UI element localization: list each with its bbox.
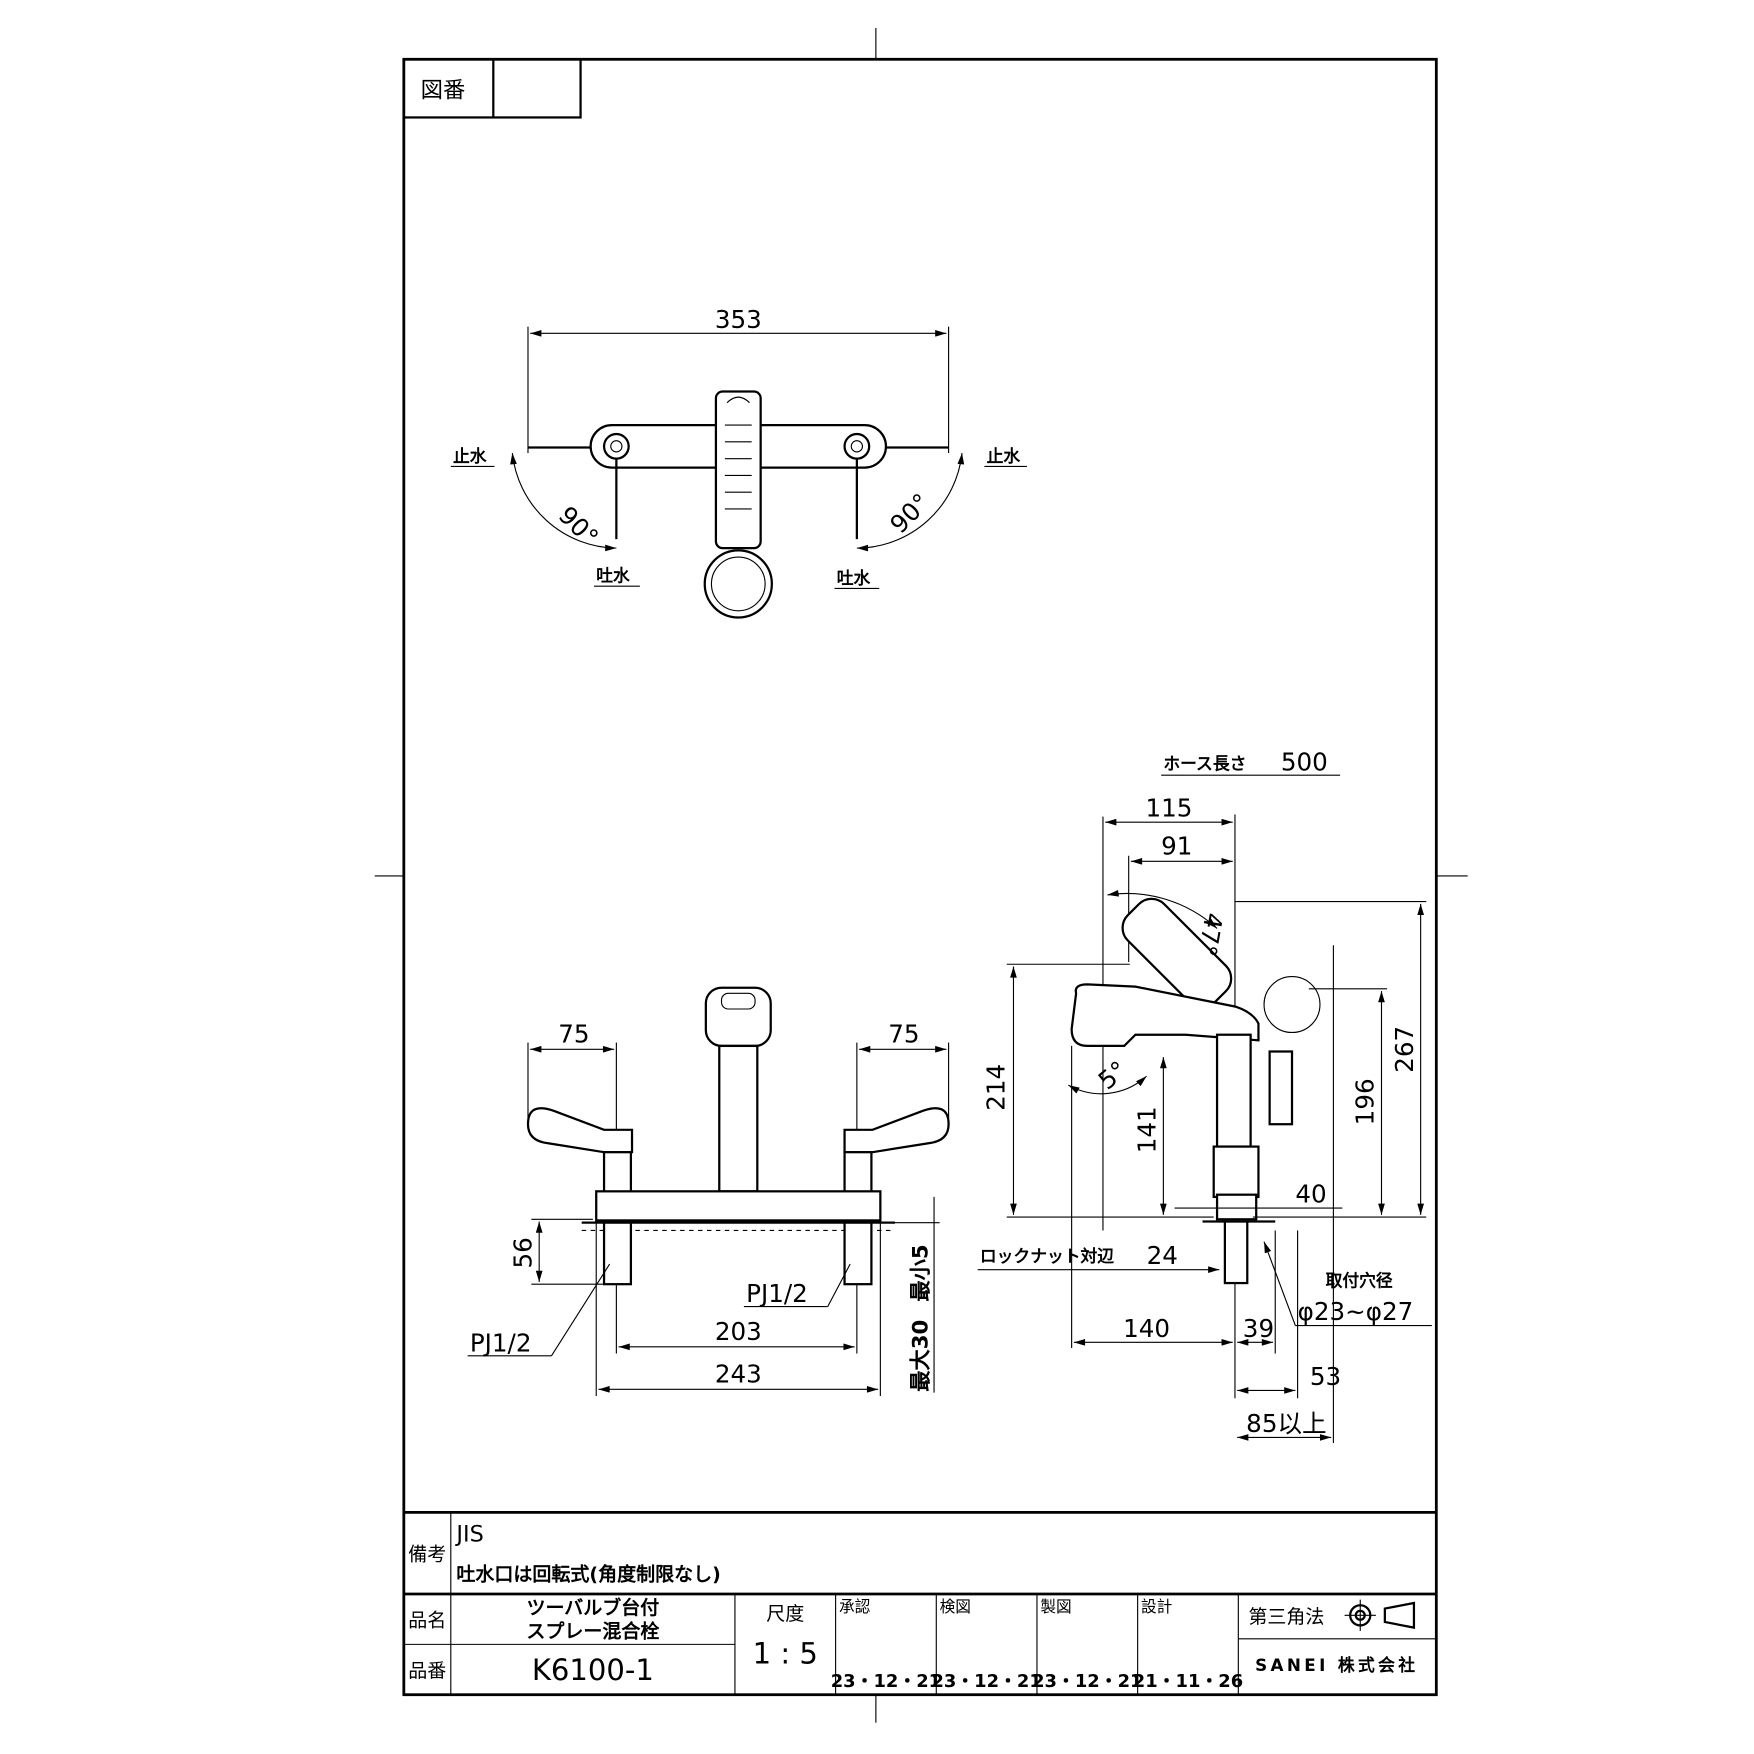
spray-head-top [703, 549, 773, 619]
projection-label: 第三角法 [1248, 1606, 1324, 1628]
angle-47: 47° [1192, 911, 1228, 959]
third-angle-projection-icon [1344, 1599, 1416, 1631]
spout-label-left: 吐水 [596, 566, 630, 586]
dim-267: 267 [1390, 1026, 1419, 1073]
right-valve-top [843, 432, 871, 460]
inner-span-dim: 203 [715, 1317, 762, 1346]
spray-head-front [704, 986, 772, 1048]
dim-140: 140 [1123, 1314, 1170, 1343]
spout-top [714, 390, 762, 550]
dim-115: 115 [1145, 794, 1192, 823]
dim-214: 214 [982, 1064, 1011, 1111]
angle-right: 90° [884, 488, 935, 539]
company-name: SANEI 株式会社 [1255, 1655, 1418, 1675]
top-width-dim: 353 [715, 305, 762, 334]
drawn-label: 製図 [1040, 1597, 1071, 1616]
hose-length-value: 500 [1281, 748, 1328, 777]
hose-length-label: ホース長さ [1163, 754, 1246, 774]
product-name-line2: スプレー混合栓 [526, 1620, 659, 1643]
spout-body-side [1215, 1033, 1252, 1148]
left-supply-pipe [602, 1221, 633, 1286]
stop-label-left: 止水 [453, 446, 487, 466]
stop-label-right: 止水 [987, 446, 1021, 466]
base-height-dim: 56 [508, 1237, 537, 1268]
valve-side [1268, 1050, 1294, 1126]
right-lever-handle [843, 1107, 950, 1154]
product-name-line1: ツーバルブ台付 [526, 1596, 659, 1619]
hole-value: φ23~φ27 [1298, 1297, 1414, 1326]
spray-head-side [1070, 983, 1260, 1048]
name-label: 品名 [408, 1609, 446, 1631]
drawing-frame [374, 27, 1468, 1723]
drawn-date: 23・12・21 [1032, 1671, 1142, 1692]
product-number: K6100-1 [532, 1653, 654, 1687]
top-view: 353 90° 90° 止水 止水 吐水 吐水 [450, 305, 1027, 619]
base-body [595, 1190, 882, 1222]
handle-right-dim: 75 [888, 1020, 919, 1049]
spout-label-right: 吐水 [837, 568, 871, 588]
remarks-line2: 吐水口は回転式(角度制限なし) [456, 1563, 720, 1586]
scale-value: 1 : 5 [753, 1636, 818, 1670]
front-view: 75 75 56 最小5 最大30 PJ1/2 PJ1/2 203 [467, 986, 950, 1397]
outer-span-dim: 243 [715, 1360, 762, 1389]
drawing-number-box: 図番 [402, 58, 582, 119]
side-view: ホース長さ 500 115 91 47° 214 5° 141 196 [977, 748, 1432, 1444]
angle-left: 90° [553, 501, 604, 552]
drawing-number-label: 図番 [421, 77, 466, 103]
approved-label: 承認 [839, 1597, 871, 1616]
base-side [1215, 1193, 1258, 1221]
max-thickness: 最大30 [908, 1320, 933, 1392]
supply-pipe-side [1223, 1220, 1249, 1285]
right-supply-pipe [843, 1221, 873, 1286]
checked-date: 23・12・21 [931, 1671, 1041, 1692]
remarks-line1: JIS [454, 1521, 483, 1547]
dim-196: 196 [1351, 1078, 1380, 1125]
pipe-label-right: PJ1/2 [746, 1279, 808, 1308]
remarks-label: 備考 [408, 1543, 446, 1565]
left-lever-handle [526, 1107, 634, 1154]
approved-date: 23・12・21 [831, 1671, 941, 1692]
designed-label: 設計 [1141, 1597, 1172, 1616]
designed-date: 21・11・26 [1133, 1671, 1243, 1692]
spout-column [718, 1044, 759, 1193]
checked-label: 検図 [940, 1597, 971, 1616]
title-block: 備考 JIS 吐水口は回転式(角度制限なし) 品名 ツーバルブ台付 スプレー混合… [403, 1510, 1437, 1695]
dim-39: 39 [1243, 1314, 1274, 1343]
dim-53: 53 [1310, 1362, 1341, 1391]
dim-40: 40 [1295, 1180, 1326, 1209]
dim-141: 141 [1133, 1106, 1162, 1153]
dim-91: 91 [1161, 832, 1192, 861]
min-thickness: 最小5 [908, 1244, 933, 1301]
locknut-label: ロックナット対辺 [980, 1246, 1114, 1266]
dim-85: 85以上 [1246, 1409, 1326, 1438]
hole-label: 取付穴径 [1326, 1270, 1393, 1290]
handle-left-dim: 75 [558, 1020, 589, 1049]
hose-loop [1263, 975, 1321, 1034]
locknut-value: 24 [1147, 1241, 1178, 1270]
number-label: 品番 [408, 1660, 446, 1682]
pipe-label-left: PJ1/2 [470, 1328, 532, 1357]
left-valve-top [602, 432, 630, 460]
scale-label: 尺度 [766, 1603, 804, 1625]
